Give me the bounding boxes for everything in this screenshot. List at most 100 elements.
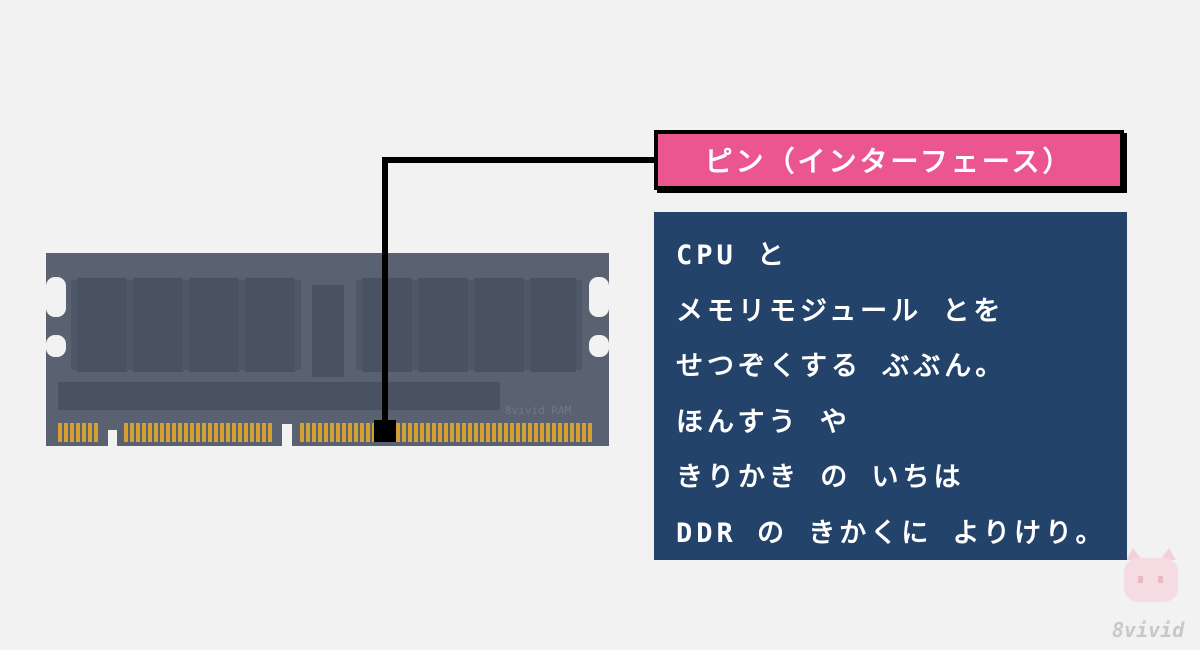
gold-pin [160,423,164,442]
gold-pin [552,423,556,442]
gold-pin [522,423,526,442]
gold-pin [330,423,334,442]
memory-chip [245,278,295,372]
gold-pin [450,423,454,442]
memory-module: 8vivid RAM [46,253,609,447]
gold-pin [76,423,80,442]
memory-chip [418,278,468,372]
gold-pin [190,423,194,442]
key-notch [282,424,292,447]
gold-pin [540,423,544,442]
gold-pin [256,423,260,442]
gold-pin [336,423,340,442]
gold-pin [498,423,502,442]
pin-marker [374,420,396,442]
gold-pin [124,423,128,442]
memory-chip [77,278,127,372]
gold-pin [130,423,134,442]
gold-pin [534,423,538,442]
memory-chip [189,278,239,372]
gold-pin [486,423,490,442]
description-line: ほんすう や [676,406,851,438]
description-line: メモリモジュール とを [676,295,1005,327]
leader-line [374,157,660,442]
silkscreen-text: 8vivid RAM [505,404,572,417]
gold-pin [142,423,146,442]
gold-pin [64,423,68,442]
gold-pin [510,423,514,442]
pin-interface-label: ピン（インターフェース） [654,130,1124,190]
gold-pin [492,423,496,442]
gold-pin [558,423,562,442]
gold-pin [154,423,158,442]
gold-pin [462,423,466,442]
gold-pin [324,423,328,442]
edge-notch [108,430,117,447]
cat-mascot-icon [1124,548,1178,602]
gold-pin [232,423,236,442]
gold-pin [570,423,574,442]
memory-chip [133,278,183,372]
gold-pin [208,423,212,442]
gold-pin [88,423,92,442]
gold-pin [354,423,358,442]
gold-pin [414,423,418,442]
side-notch [589,277,609,317]
gold-pin [576,423,580,442]
gold-pin [58,423,62,442]
gold-pin [426,423,430,442]
description-panel: CPU と メモリモジュール とを せつぞくする ぶぶん。 ほんすう や きりか… [654,212,1127,560]
gold-pin [438,423,442,442]
gold-pin [250,423,254,442]
gold-pin [202,423,206,442]
side-notch [46,335,66,357]
gold-pin [318,423,322,442]
gold-pin [244,423,248,442]
side-notch [589,335,609,357]
gold-pin [268,423,272,442]
gold-pin [582,423,586,442]
gold-pin [148,423,152,442]
gold-pin [312,423,316,442]
gold-pin [184,423,188,442]
trace-bar [58,382,500,410]
description-line: CPU と [676,240,789,271]
gold-pin [226,423,230,442]
gold-pin [220,423,224,442]
gold-pin [528,423,532,442]
gold-pin [474,423,478,442]
gold-pin [238,423,242,442]
description-line: DDR の きかくに よりけり。 [676,517,1107,549]
gold-pin [360,423,364,442]
watermark-text: 8vivid [1112,618,1185,642]
gold-pin [402,423,406,442]
gold-pin [342,423,346,442]
gold-pin [366,423,370,442]
gold-pin [178,423,182,442]
gold-pin [444,423,448,442]
gold-pin [588,423,592,442]
gold-pin [172,423,176,442]
spd-chip [312,285,344,377]
gold-pin [420,423,424,442]
gold-pin [432,423,436,442]
gold-pin [70,423,74,442]
description-line: せつぞくする ぶぶん。 [676,351,1007,382]
gold-pin [516,423,520,442]
gold-pin [166,423,170,442]
gold-pin [468,423,472,442]
chip-pin-ticks [71,280,582,370]
gold-pin [456,423,460,442]
gold-pin [262,423,266,442]
gold-pin [136,423,140,442]
gold-pin [348,423,352,442]
gold-pin [82,423,86,442]
gold-pin [504,423,508,442]
gold-pin [546,423,550,442]
gold-pin [306,423,310,442]
side-notch [46,277,66,317]
gold-pin [94,423,98,442]
gold-pin [564,423,568,442]
gold-pin [214,423,218,442]
